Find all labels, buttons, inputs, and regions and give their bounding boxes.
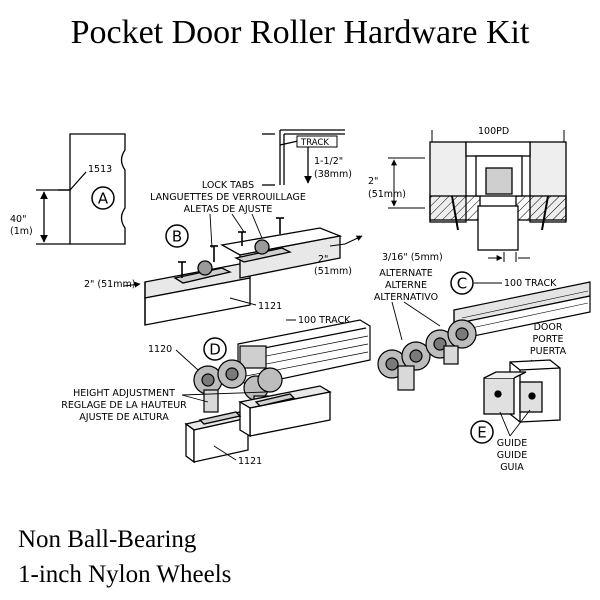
alternate-en: ALTERNATE [379,268,433,279]
page-title: Pocket Door Roller Hardware Kit [70,14,530,51]
guide-es: GUIA [500,462,524,473]
footer-bearing-type: Non Ball-Bearing [18,526,197,553]
footer-wheel-type: 1-inch Nylon Wheels [18,561,232,588]
pd-gap-label: 3/16" (5mm) [382,252,443,263]
track-dimension: 1-1/2" [314,156,343,167]
track-profile [262,129,345,186]
height-adjustment-fr: REGLAGE DE LA HAUTEUR [61,400,187,411]
door-es: PUERTA [530,346,567,357]
callout-d: D [203,337,227,361]
jamb-height-metric: (1m) [10,226,33,237]
pd-height-label: 2" [368,176,378,187]
section-e-guide [483,359,561,423]
bracket-b-left-dimension: 2" (51mm) [84,279,135,290]
callout-e-letter: E [477,424,486,442]
track-c-label: 100 TRACK [504,278,557,289]
section-b-brackets [144,227,343,326]
bracket-b-right-dimension: 2" [318,254,328,265]
guide-leaders [499,409,531,437]
section-a-jamb [36,133,126,245]
height-adjustment-es: AJUSTE DE ALTURA [79,412,169,423]
alternate-es: ALTERNATIVO [374,292,438,303]
section-b-dimension-lines [123,235,363,306]
callout-c: C [450,271,474,295]
roller-part-leader [175,349,199,371]
track-label-box [296,135,338,148]
bracket-b-right-dimension-metric: (51mm) [314,266,352,277]
jamb-height-label: 40" [10,214,26,225]
pd-section-view [429,130,567,251]
callout-d-letter: D [209,341,221,359]
callout-a: A [91,186,115,210]
callout-a-letter: A [98,190,109,208]
callout-c-letter: C [457,275,467,293]
track-d-label: 100 TRACK [298,315,351,326]
lock-tabs-en: LOCK TABS [202,180,254,191]
jamb-part-number: 1513 [88,164,112,175]
section-d-blocks [184,385,332,464]
callout-b: B [165,224,189,248]
door-fr: PORTE [533,334,564,345]
door-en: DOOR [534,322,563,333]
lock-tabs-fr: LANGUETTES DE VERROUILLAGE [150,192,306,203]
height-adjustment-leaders [181,391,267,461]
guide-en: GUIDE [497,438,527,449]
section-c-rollers [377,301,477,391]
alternate-fr: ALTERNE [385,280,427,291]
callout-e: E [470,420,494,444]
track-dimension-metric: (38mm) [314,169,352,180]
pd-dimension-lines [388,157,530,262]
guide-fr: GUIDE [497,450,527,461]
lock-tabs-es: ALETAS DE AJUSTE [184,204,273,215]
track-label: TRACK [300,138,329,148]
lock-tab-screws [178,213,284,278]
callout-b-letter: B [172,228,182,246]
roller-part-number: 1120 [148,344,172,355]
section-c-track [453,281,591,341]
pd-height-metric: (51mm) [368,189,406,200]
bracket-d-part-number: 1121 [238,456,262,467]
bracket-b-part-number: 1121 [258,301,282,312]
pd-section-label: 100PD [478,126,509,137]
height-adjustment-en: HEIGHT ADJUSTMENT [73,388,175,399]
